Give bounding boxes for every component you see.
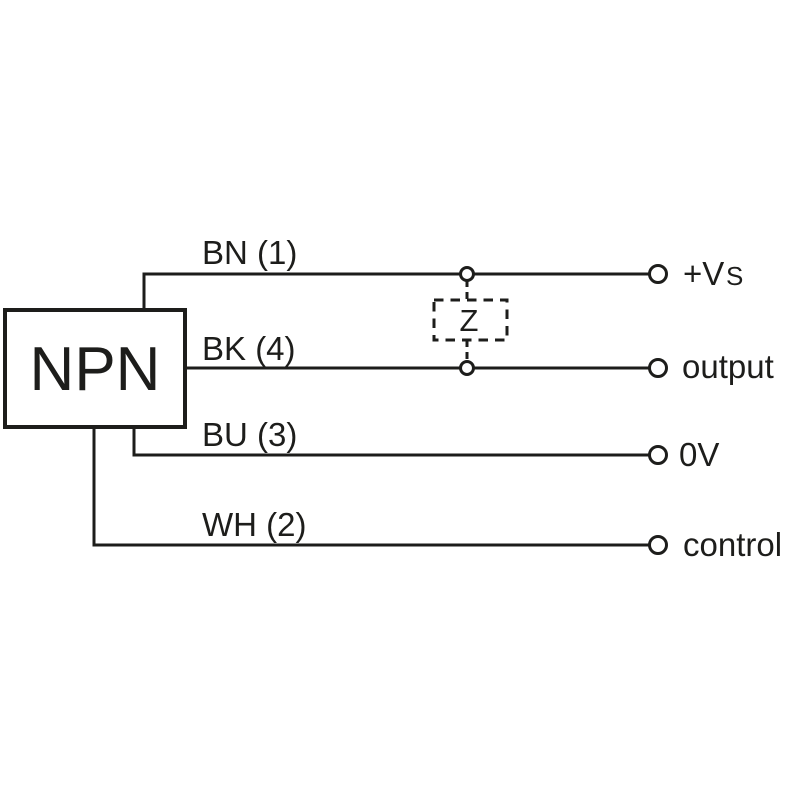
npn-device-box — [3, 308, 187, 429]
junction-node-output — [459, 360, 475, 376]
wire-bn — [142, 272, 649, 310]
junction-node-vs — [459, 266, 475, 282]
terminal-circle-0v — [648, 445, 668, 465]
terminal-label-vs-main: +V — [683, 255, 724, 292]
terminal-label-output: output — [682, 348, 774, 385]
wire-label-bn: BN (1) — [202, 234, 297, 271]
terminal-circle-control — [648, 535, 668, 555]
terminal-circle-vs — [648, 264, 668, 284]
terminal-label-vs-sub: S — [726, 261, 743, 291]
impedance-box — [432, 298, 509, 342]
wire-wh — [92, 427, 649, 547]
wire-label-wh: WH (2) — [202, 506, 306, 543]
wire-label-bk: BK (4) — [202, 330, 296, 367]
npn-device-label: NPN — [30, 335, 161, 404]
terminal-label-control: control — [683, 526, 782, 563]
terminal-circle-output — [648, 358, 668, 378]
terminal-label-0v: 0V — [679, 436, 719, 473]
wire-bu — [132, 427, 649, 457]
wire-label-bu: BU (3) — [202, 416, 297, 453]
impedance-label: Z — [460, 303, 479, 338]
